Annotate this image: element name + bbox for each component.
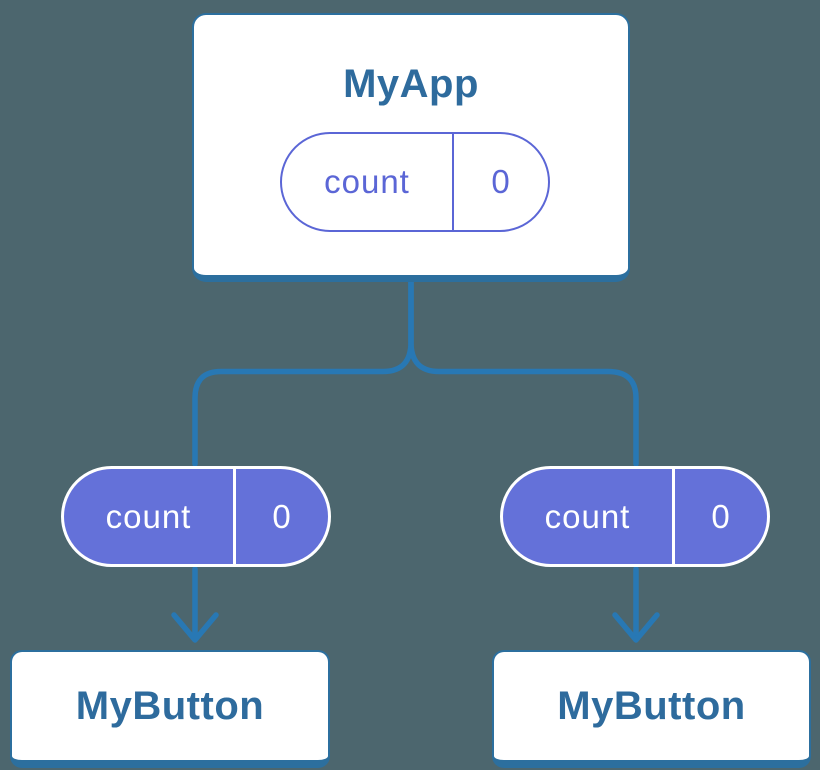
- myapp-state-pill: count 0: [280, 132, 550, 232]
- right-prop-pill-label: count: [503, 469, 675, 564]
- root-to-left-child-line: [192, 279, 414, 467]
- state-pill-value: 0: [491, 163, 511, 200]
- state-pill-label: count: [282, 134, 454, 230]
- root-to-right-child-line: [408, 279, 639, 467]
- myapp-node-title: MyApp: [343, 62, 479, 106]
- left-mybutton-node-title: MyButton: [75, 683, 265, 728]
- myapp-node: MyApp count 0: [192, 13, 630, 282]
- left-mybutton-node: MyButton: [10, 650, 330, 768]
- right-mybutton-node: MyButton: [492, 650, 811, 768]
- left-arrow-head-icon: [171, 612, 219, 643]
- left-prop-pill-value: 0: [272, 497, 292, 535]
- right-prop-pill-value: 0: [711, 497, 731, 535]
- right-mybutton-node-title: MyButton: [557, 683, 746, 728]
- left-prop-pill-label: count: [64, 469, 236, 564]
- right-arrow-head-icon: [612, 612, 660, 643]
- right-prop-pill: count 0: [500, 466, 770, 567]
- left-prop-pill: count 0: [61, 466, 331, 567]
